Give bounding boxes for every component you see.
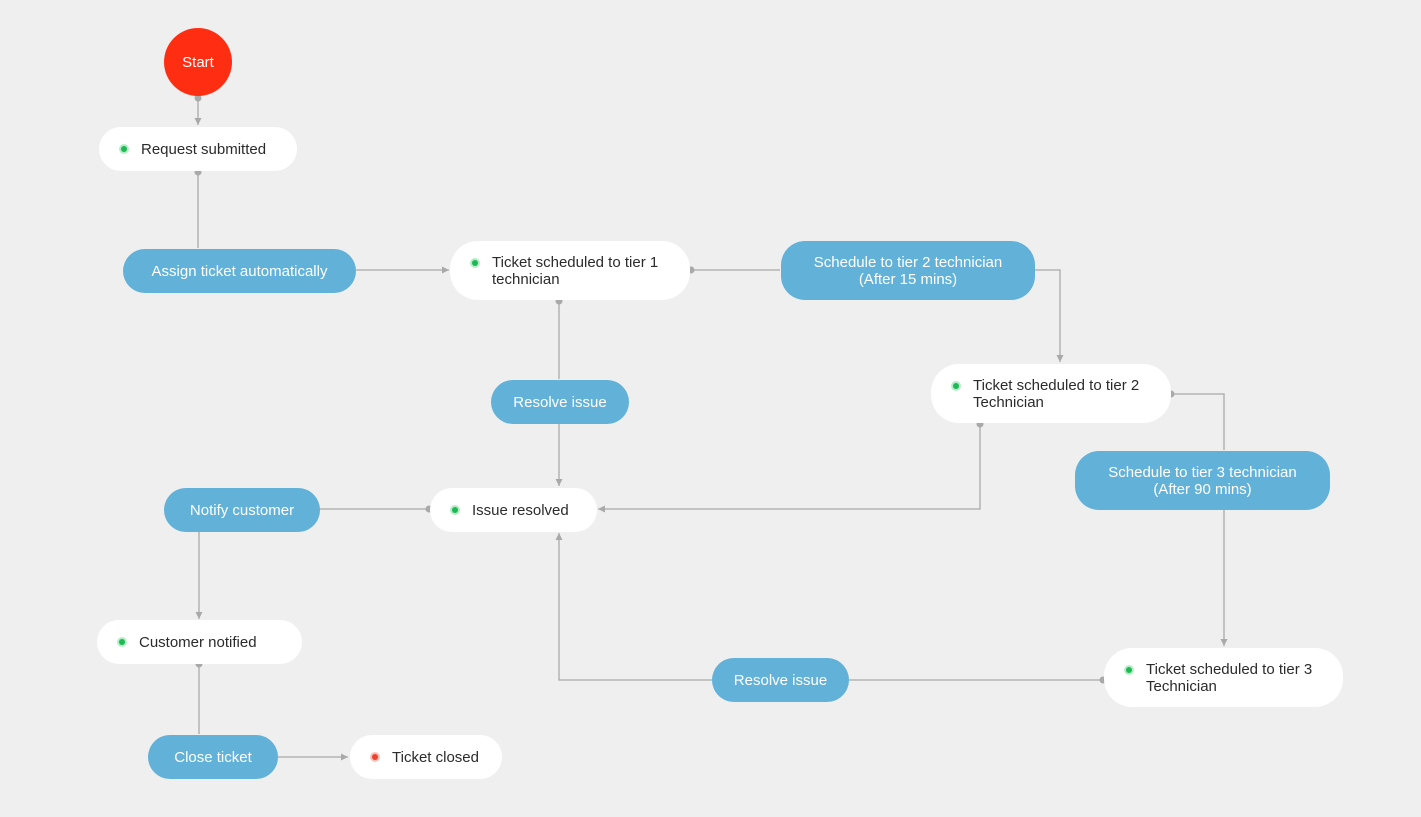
- start-label: Start: [182, 53, 214, 71]
- state-issue-resolved[interactable]: Issue resolved: [430, 488, 597, 532]
- state-ticket-closed[interactable]: Ticket closed: [350, 735, 502, 779]
- edge-resolve2-resolved: [555, 533, 712, 681]
- state-label: Request submitted: [141, 140, 267, 158]
- state-label: Issue resolved: [472, 501, 569, 519]
- status-active-icon: [951, 381, 961, 391]
- action-label: Resolve issue: [513, 393, 607, 411]
- status-active-icon: [470, 258, 480, 268]
- action-label: Assign ticket automatically: [151, 262, 328, 280]
- edge-tier2-schedule3: [1171, 393, 1225, 450]
- action-close-ticket[interactable]: Close ticket: [148, 735, 278, 779]
- action-resolve-issue-tier3[interactable]: Resolve issue: [712, 658, 849, 702]
- state-tier3-scheduled[interactable]: Ticket scheduled to tier 3 Technician: [1104, 648, 1343, 707]
- state-customer-notified[interactable]: Customer notified: [97, 620, 302, 664]
- edge-schedule2-tier2: [1034, 269, 1064, 362]
- edge-tier2-resolved: [598, 424, 981, 513]
- state-label: Ticket closed: [392, 748, 479, 766]
- action-resolve-issue-tier1[interactable]: Resolve issue: [491, 380, 629, 424]
- status-active-icon: [450, 505, 460, 515]
- action-schedule-tier3[interactable]: Schedule to tier 3 technician (After 90 …: [1075, 451, 1330, 510]
- state-request-submitted[interactable]: Request submitted: [99, 127, 297, 171]
- state-label: Ticket scheduled to tier 1 technician: [492, 253, 659, 288]
- action-label: Close ticket: [174, 748, 252, 766]
- status-active-icon: [119, 144, 129, 154]
- action-schedule-tier2[interactable]: Schedule to tier 2 technician (After 15 …: [781, 241, 1035, 300]
- action-label: Resolve issue: [733, 671, 828, 689]
- state-label: Customer notified: [139, 633, 257, 651]
- action-notify-customer[interactable]: Notify customer: [164, 488, 320, 532]
- start-node[interactable]: Start: [164, 28, 232, 96]
- state-label: Ticket scheduled to tier 2 Technician: [973, 376, 1140, 411]
- state-tier2-scheduled[interactable]: Ticket scheduled to tier 2 Technician: [931, 364, 1171, 423]
- port-dot: [194, 94, 202, 102]
- status-active-icon: [117, 637, 127, 647]
- status-closed-icon: [370, 752, 380, 762]
- action-label: Schedule to tier 2 technician (After 15 …: [813, 253, 1003, 288]
- action-label: Notify customer: [189, 501, 295, 519]
- status-active-icon: [1124, 665, 1134, 675]
- action-label: Schedule to tier 3 technician (After 90 …: [1108, 463, 1297, 498]
- state-label: Ticket scheduled to tier 3 Technician: [1146, 660, 1313, 695]
- state-tier1-scheduled[interactable]: Ticket scheduled to tier 1 technician: [450, 241, 690, 300]
- action-assign-automatically[interactable]: Assign ticket automatically: [123, 249, 356, 293]
